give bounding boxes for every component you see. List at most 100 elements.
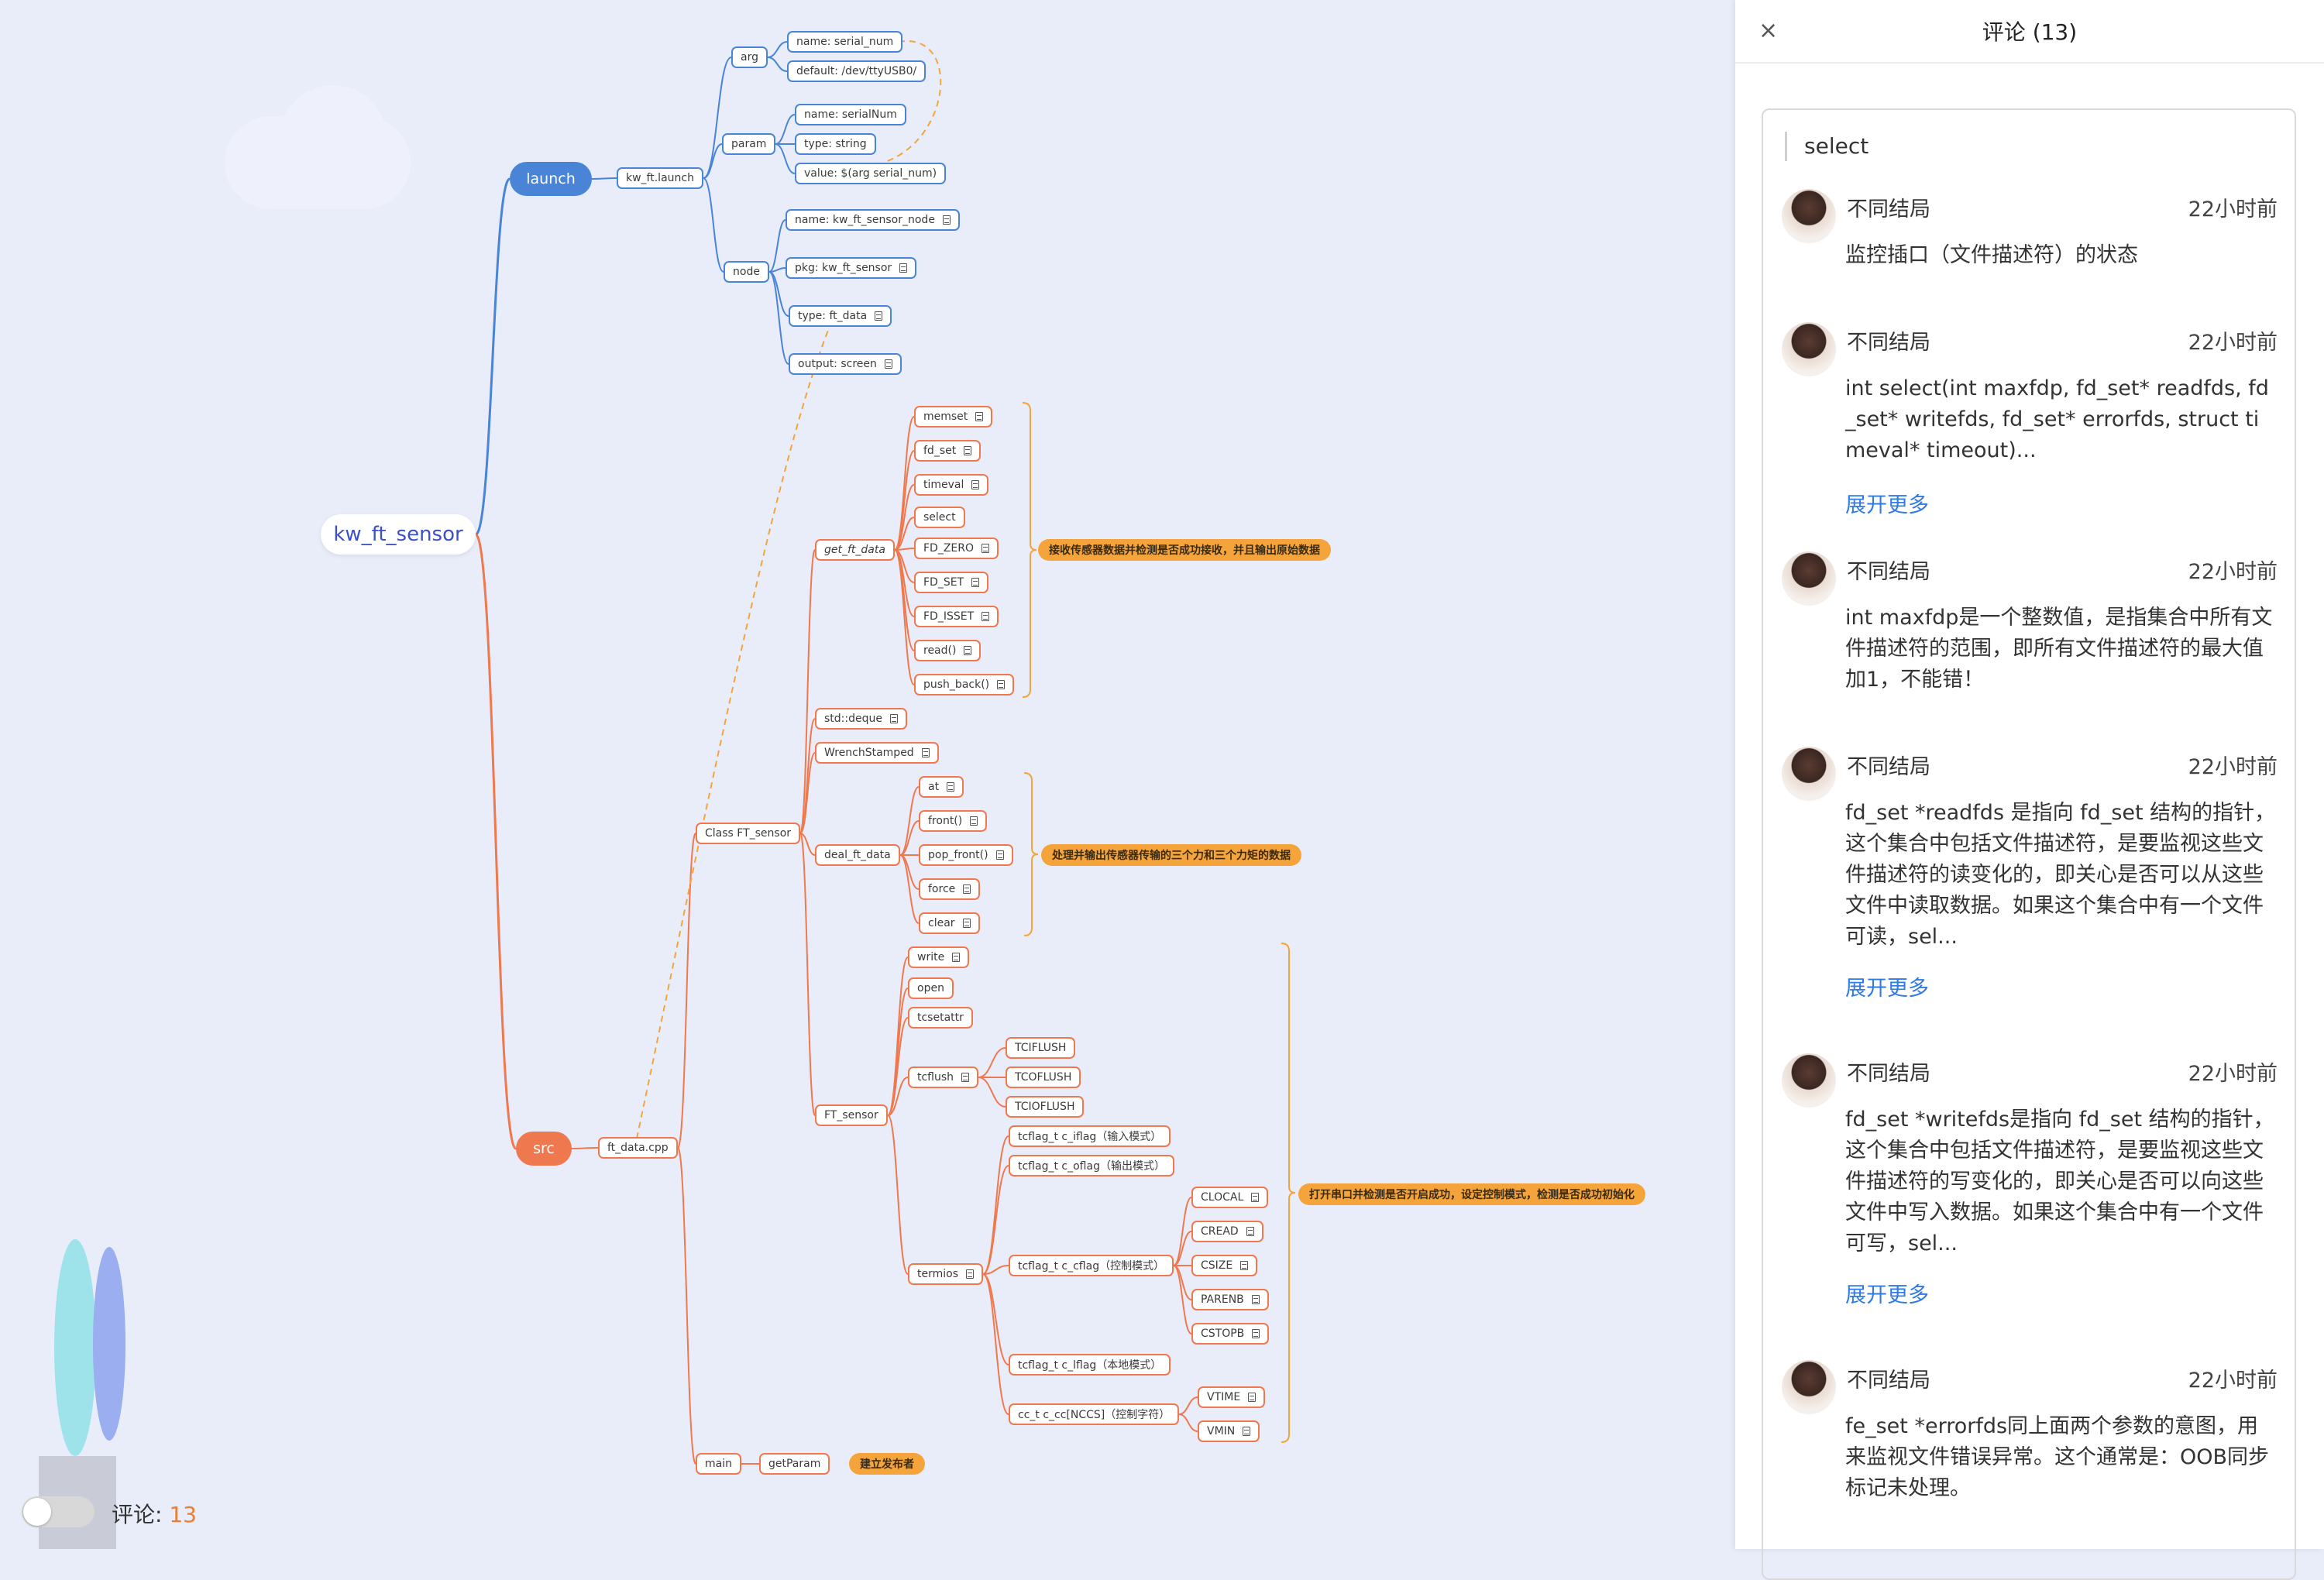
main-node[interactable]: main [696,1453,741,1475]
note-icon [1248,1393,1257,1402]
connector-line [982,1135,1009,1275]
deal-ft-data-node[interactable]: deal_ft_data [815,844,900,866]
comment-count-number: 13 [169,1502,197,1527]
connector-line [887,1115,909,1275]
parenb-node[interactable]: PARENB [1191,1289,1269,1310]
connector-line [887,1077,909,1116]
note-icon [952,953,961,962]
param-node[interactable]: param [722,133,776,155]
note-icon [982,544,990,553]
tcioflush-node[interactable]: TCIOFLUSH [1006,1096,1085,1118]
memset-node[interactable]: memset [914,406,993,428]
open-node[interactable]: open [908,977,954,999]
fd-set-macro-node[interactable]: FD_SET [914,572,989,593]
comment-text: fe_set *errorfds同上面两个参数的意图，用来监视文件错误异常。这个… [1845,1414,2270,1500]
tciflush-node[interactable]: TCIFLUSH [1006,1037,1076,1059]
avatar[interactable] [1782,322,1836,376]
front-node[interactable]: front() [919,810,988,832]
param-name-node[interactable]: name: serialNum [795,104,906,125]
comment-text: fd_set *readfds 是指向 fd_set 结构的指针，这个集合中包括… [1845,801,2276,949]
summary-bracket [1281,943,1296,1443]
summary-label[interactable]: 处理并输出传感器传输的三个力和三个力矩的数据 [1041,844,1301,866]
connector-line [982,1273,1009,1415]
avatar[interactable] [1782,1360,1836,1414]
cc-node[interactable]: cc_t c_cc[NCCS]（控制字符） [1009,1403,1180,1425]
expand-more-link[interactable]: 展开更多 [1845,977,1929,1001]
force-node[interactable]: force [919,878,981,900]
expand-more-link[interactable]: 展开更多 [1845,1283,1929,1307]
node-pkg-node[interactable]: pkg: kw_ft_sensor [786,257,917,279]
tcoflush-node[interactable]: TCOFLUSH [1006,1066,1081,1088]
cstopb-node[interactable]: CSTOPB [1191,1323,1270,1345]
comment-time: 22小时前 [2188,1369,2278,1393]
connector-line [799,549,816,834]
getparam-node[interactable]: getParam [759,1453,830,1475]
kw-ft-launch-node[interactable]: kw_ft.launch [617,167,703,189]
summary-label[interactable]: 打开串口并检测是否开启成功，设定控制模式，检测是否成功初始化 [1298,1183,1645,1205]
connector-line [1173,1231,1192,1266]
node-type-node[interactable]: type: ft_data [789,305,892,327]
comment-text: int select(int maxfdp, fd_set* readfds, … [1845,376,2269,462]
arg-default-node[interactable]: default: /dev/ttyUSB0/ [787,60,927,82]
avatar[interactable] [1782,189,1836,243]
wrench-stamped-node[interactable]: WrenchStamped [815,742,939,764]
fd-zero-node[interactable]: FD_ZERO [914,538,999,559]
connector-line [799,752,816,834]
class-ft-sensor-node[interactable]: Class FT_sensor [696,823,801,844]
note-icon [889,714,898,723]
summary-label[interactable]: 接收传感器数据并检测是否成功接收，并且输出原始数据 [1038,539,1331,561]
ft-sensor-node[interactable]: FT_sensor [815,1104,888,1126]
at-node[interactable]: at [919,776,964,798]
avatar[interactable] [1782,551,1836,606]
node-output-node[interactable]: output: screen [789,353,902,375]
connector-line [887,1017,909,1116]
read-node[interactable]: read() [914,640,982,661]
launch-node[interactable]: launch [510,162,592,196]
fd-isset-node[interactable]: FD_ISSET [914,606,999,627]
note-icon [921,748,930,757]
param-type-node[interactable]: type: string [795,133,876,155]
csize-node[interactable]: CSIZE [1191,1255,1258,1276]
comments-toggle[interactable] [22,1496,95,1527]
root-node[interactable]: kw_ft_sensor [321,514,476,555]
fd-set-node[interactable]: fd_set [914,440,982,462]
expand-more-link[interactable]: 展开更多 [1845,493,1929,517]
ft-data-cpp-node[interactable]: ft_data.cpp [598,1137,678,1159]
vmin-node[interactable]: VMIN [1198,1420,1260,1442]
vtime-node[interactable]: VTIME [1198,1386,1266,1408]
summary-label[interactable]: 建立发布者 [849,1453,925,1475]
std-deque-node[interactable]: std::deque [815,708,907,730]
src-node[interactable]: src [516,1132,572,1166]
select-node[interactable]: select [914,507,965,528]
close-icon[interactable]: × [1758,17,1779,44]
termios-node[interactable]: termios [908,1263,983,1285]
comment-time: 22小时前 [2188,198,2278,222]
note-icon [947,782,955,792]
mindmap-canvas[interactable]: kw_ft_sensor launch src kw_ft.launch arg… [0,0,1735,1549]
iflag-node[interactable]: tcflag_t c_iflag（输入模式） [1009,1125,1171,1147]
cflag-node[interactable]: tcflag_t c_cflag（控制模式） [1009,1255,1174,1276]
node-node[interactable]: node [724,261,769,283]
clear-node[interactable]: clear [919,912,980,934]
note-icon [971,480,980,489]
oflag-node[interactable]: tcflag_t c_oflag（输出模式） [1009,1155,1174,1176]
avatar[interactable] [1782,747,1836,801]
cread-node[interactable]: CREAD [1191,1221,1263,1242]
summary-bracket [1023,772,1039,936]
avatar[interactable] [1782,1053,1836,1108]
write-node[interactable]: write [908,946,970,968]
arg-node[interactable]: arg [731,46,768,68]
clocal-node[interactable]: CLOCAL [1191,1187,1269,1208]
pop-front-node[interactable]: pop_front() [919,844,1013,866]
param-value-node[interactable]: value: $(arg serial_num) [795,163,947,184]
get-ft-data-node[interactable]: get_ft_data [815,539,895,561]
tcflush-node[interactable]: tcflush [908,1066,979,1088]
timeval-node[interactable]: timeval [914,474,989,496]
arg-name-node[interactable]: name: serial_num [787,31,903,53]
push-back-node[interactable]: push_back() [914,674,1015,696]
node-name-node[interactable]: name: kw_ft_sensor_node [786,209,960,231]
lflag-node[interactable]: tcflag_t c_lflag（本地模式） [1009,1354,1171,1376]
tcsetattr-node[interactable]: tcsetattr [908,1007,973,1029]
comments-panel: × 评论 (13) select 不同结局 22小时前 监控插口（文件描述符）的… [1735,0,2324,1580]
connector-line [703,143,723,179]
